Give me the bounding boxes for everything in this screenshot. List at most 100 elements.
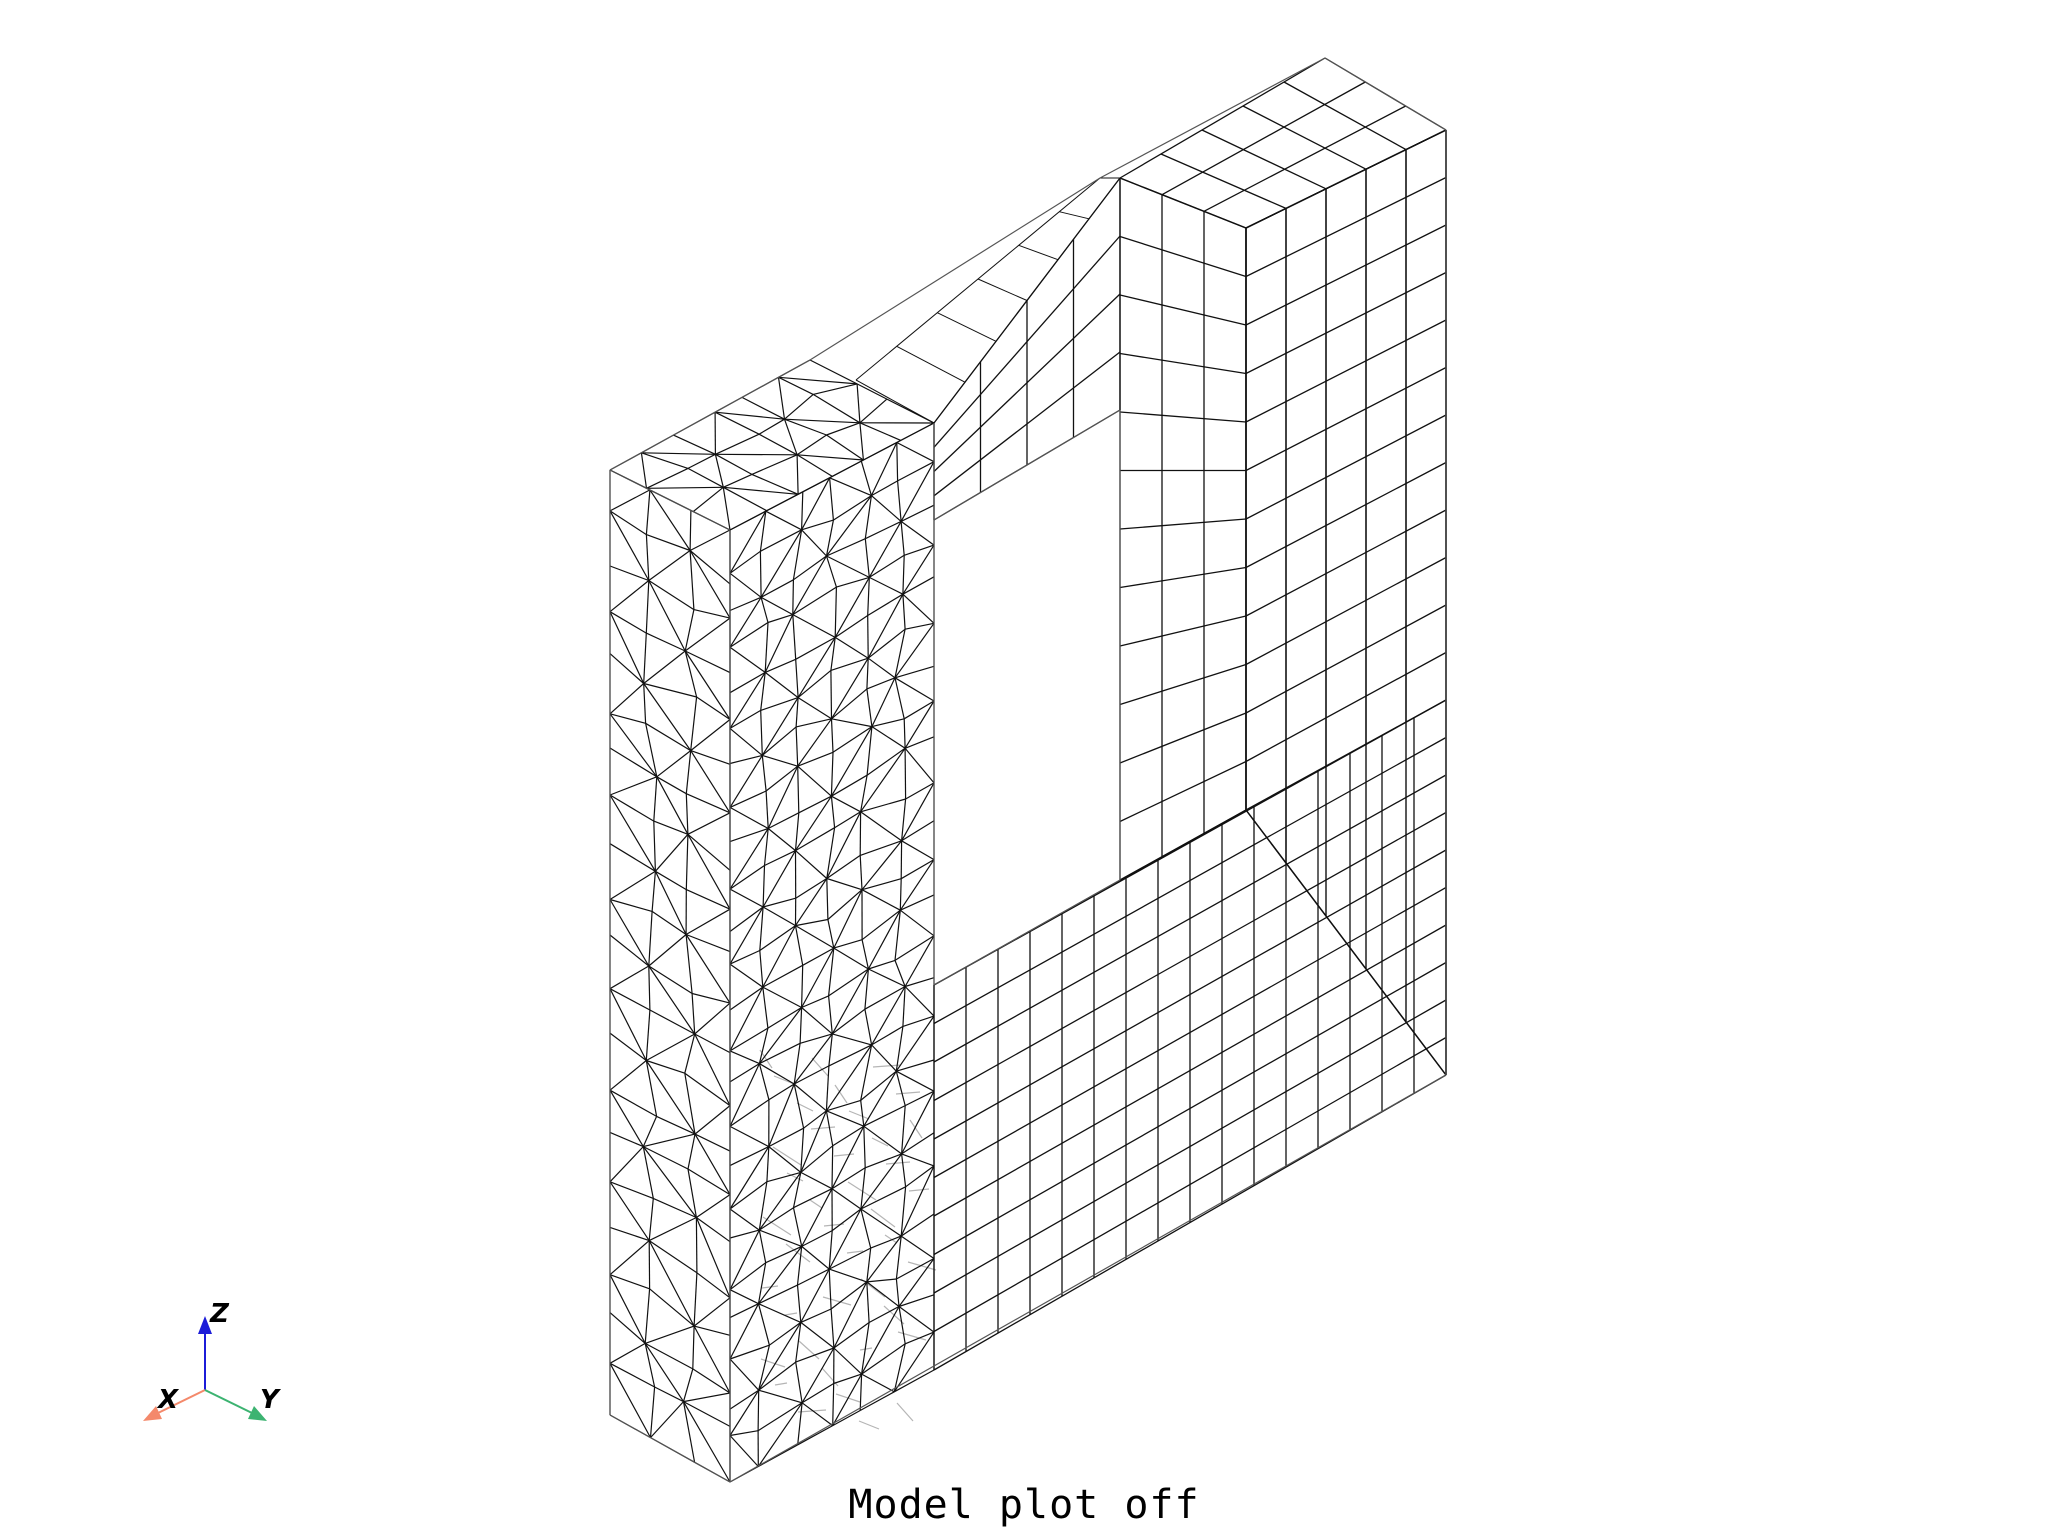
tet-edge <box>761 726 797 756</box>
tet-edge <box>609 1146 644 1183</box>
tet-edge <box>648 1198 654 1241</box>
tet-edge <box>903 718 906 749</box>
frame-edge <box>1119 57 1326 179</box>
tet-edge <box>682 1368 694 1402</box>
tet-edge <box>689 510 692 551</box>
tet-edge <box>687 833 731 871</box>
tet-edge <box>684 1072 731 1107</box>
tet-edge <box>900 894 935 911</box>
tet-edge <box>729 727 763 756</box>
hidden-edge <box>772 1146 802 1166</box>
tet-edge <box>729 754 763 765</box>
tet-edge <box>793 1065 830 1085</box>
tet-edge <box>831 774 868 797</box>
tet-edge <box>812 393 861 424</box>
tet-edge <box>867 657 896 679</box>
tet-edge <box>609 965 650 990</box>
tet-edge <box>762 986 802 1009</box>
tet-edge <box>868 968 906 988</box>
tet-edge <box>895 1236 902 1280</box>
tet-edge <box>866 677 896 690</box>
frame-edge <box>1245 509 1447 617</box>
tet-edge <box>729 888 764 908</box>
tet-edge <box>801 965 804 1008</box>
tet-edge <box>609 870 656 901</box>
tet-edge <box>828 968 869 997</box>
tet-edge <box>867 577 870 616</box>
frame-edge <box>933 774 1447 1063</box>
tet-edge <box>868 1305 900 1324</box>
tet-edge <box>797 766 800 813</box>
tet-edge <box>729 963 764 988</box>
tet-edge <box>684 1033 696 1074</box>
tet-edge <box>683 1392 731 1403</box>
tet-edge <box>696 1272 731 1299</box>
tet-edge <box>867 593 904 659</box>
tet-edge <box>898 1306 906 1344</box>
tet-edge <box>609 1226 650 1242</box>
tet-edge <box>609 1181 650 1241</box>
tet-edge <box>797 637 836 698</box>
tet-edge <box>871 480 898 497</box>
tet-edge <box>649 1009 695 1035</box>
tet-edge <box>793 1033 833 1085</box>
tet-edge <box>729 1063 760 1127</box>
outline-edge <box>1324 57 1447 131</box>
tet-edge <box>901 1153 907 1187</box>
tet-edge <box>831 968 869 1035</box>
tet-edge <box>609 1274 650 1290</box>
tet-edge <box>834 577 870 638</box>
tet-edge <box>646 632 686 652</box>
tet-edge <box>729 949 761 965</box>
frame-edge <box>1245 414 1447 520</box>
tet-edge <box>760 710 763 756</box>
tet-edge <box>764 671 799 699</box>
tet-edge <box>751 454 798 475</box>
hidden-edge <box>760 1358 786 1368</box>
x-axis-label: X <box>156 1385 180 1415</box>
tet-edge <box>729 1289 759 1305</box>
tet-edge <box>871 718 905 728</box>
tet-edge <box>794 925 804 966</box>
tet-edge <box>691 992 731 1004</box>
x-axis-arrowhead <box>143 1406 162 1421</box>
tet-edge <box>897 461 935 482</box>
tet-edge <box>767 828 796 852</box>
tet-edge <box>902 576 935 595</box>
tet-edge <box>801 1188 833 1247</box>
tet-edge <box>801 1230 833 1247</box>
tet-edge <box>729 1099 770 1127</box>
tet-edge <box>859 1391 895 1412</box>
tet-edge <box>762 865 766 908</box>
tet-edge <box>646 467 689 489</box>
tet-edge <box>673 434 716 455</box>
tet-edge <box>762 987 769 1029</box>
tet-edge <box>828 1230 833 1270</box>
tet-edge <box>899 878 902 911</box>
tet-edge <box>860 747 906 813</box>
frame-edge <box>1018 244 1059 261</box>
tet-edge <box>609 988 651 1011</box>
tet-edge <box>762 906 796 927</box>
frame-edge <box>855 177 1101 381</box>
tet-edge <box>825 519 834 557</box>
tet-edge <box>863 1126 866 1168</box>
tet-edge <box>904 544 935 556</box>
tet-edge <box>609 1060 647 1091</box>
tet-edge <box>729 1430 759 1437</box>
hidden-edge <box>870 1208 896 1228</box>
tet-edge <box>801 1007 833 1035</box>
outline-edge <box>1099 57 1326 179</box>
tet-edge <box>758 1007 803 1064</box>
tet-edge <box>825 1065 830 1111</box>
tet-edge <box>609 653 645 684</box>
tet-edge <box>609 934 650 967</box>
tet-edge <box>642 1116 658 1147</box>
tet-edge <box>830 657 869 720</box>
tet-edge <box>800 1321 835 1349</box>
tet-edge <box>648 580 686 652</box>
tet-edge <box>760 596 794 616</box>
tet-edge <box>860 1208 902 1237</box>
tet-edge <box>826 495 872 557</box>
